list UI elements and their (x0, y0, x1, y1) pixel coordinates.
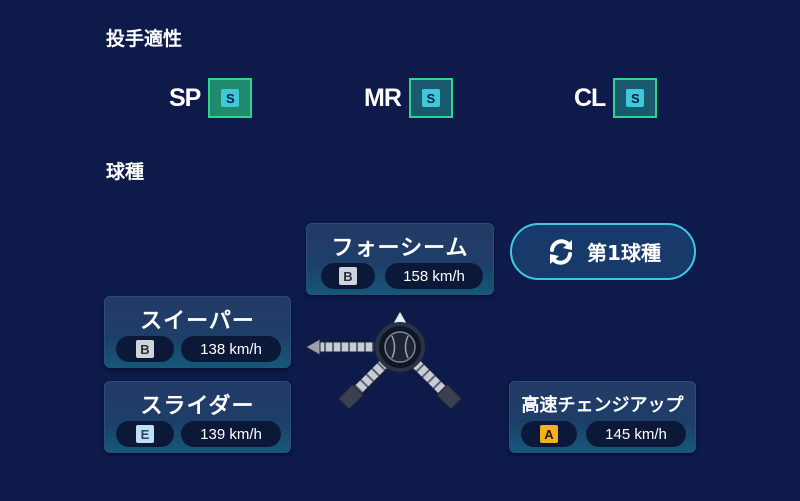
aptitude-mr[interactable]: MR S (364, 77, 453, 119)
pitch-card-sweeper[interactable]: スイーパー B 138 km/h (104, 296, 291, 368)
pitch-name: 高速チェンジアップ (521, 395, 684, 416)
aptitude-section-title: 投手適性 (106, 28, 183, 50)
pitch-name: スイーパー (140, 309, 255, 334)
pitch-card-slider[interactable]: スライダー E 139 km/h (104, 381, 291, 453)
pitches-section-title: 球種 (106, 161, 145, 183)
pitch-speed-pill: 158 km/h (385, 263, 483, 289)
aptitude-label-sp: SP (169, 83, 201, 112)
pitch-speed: 138 km/h (200, 340, 262, 358)
aptitude-grade-box-mr: S (408, 78, 453, 118)
pitch-speed-pill: 145 km/h (586, 421, 686, 447)
pitch-grade-pill: B (116, 336, 174, 362)
pitch-direction-arrows (304, 309, 463, 410)
pitch-name: フォーシーム (331, 236, 469, 261)
pitch-card-fourseam[interactable]: フォーシーム B 158 km/h (306, 223, 494, 295)
pitch-speed-pill: 139 km/h (181, 421, 281, 447)
aptitude-grade-box-cl: S (613, 78, 658, 118)
pitch-speed-pill: 138 km/h (181, 336, 281, 362)
pitch-grade: A (540, 425, 558, 443)
aptitude-grade-sp: S (221, 89, 240, 107)
first-pitch-label: 第1球種 (587, 241, 661, 265)
aptitude-label-cl: CL (574, 83, 606, 112)
aptitude-label-mr: MR (364, 83, 402, 112)
aptitude-grade-cl: S (626, 89, 645, 107)
aptitude-sp[interactable]: SP S (169, 77, 253, 119)
pitch-speed: 145 km/h (605, 425, 667, 443)
arrow-left (304, 338, 375, 356)
refresh-icon (550, 238, 573, 265)
pitch-grade: E (136, 425, 154, 443)
pitch-name: スライダー (140, 394, 255, 419)
pitch-grade: B (339, 267, 357, 285)
pitch-speed: 139 km/h (200, 425, 262, 443)
pitch-grade-pill: B (321, 263, 375, 289)
pitch-speed: 158 km/h (403, 267, 465, 285)
pitch-grade-pill: E (116, 421, 174, 447)
aptitude-grade-box-sp: S (208, 78, 253, 118)
pitch-card-changeup[interactable]: 高速チェンジアップ A 145 km/h (509, 381, 696, 453)
aptitude-cl[interactable]: CL S (574, 77, 658, 119)
first-pitch-button[interactable]: 第1球種 (510, 223, 696, 280)
pitch-grade: B (136, 340, 154, 358)
pitch-grade-pill: A (521, 421, 577, 447)
baseball-icon (375, 322, 425, 372)
aptitude-grade-mr: S (421, 89, 440, 107)
